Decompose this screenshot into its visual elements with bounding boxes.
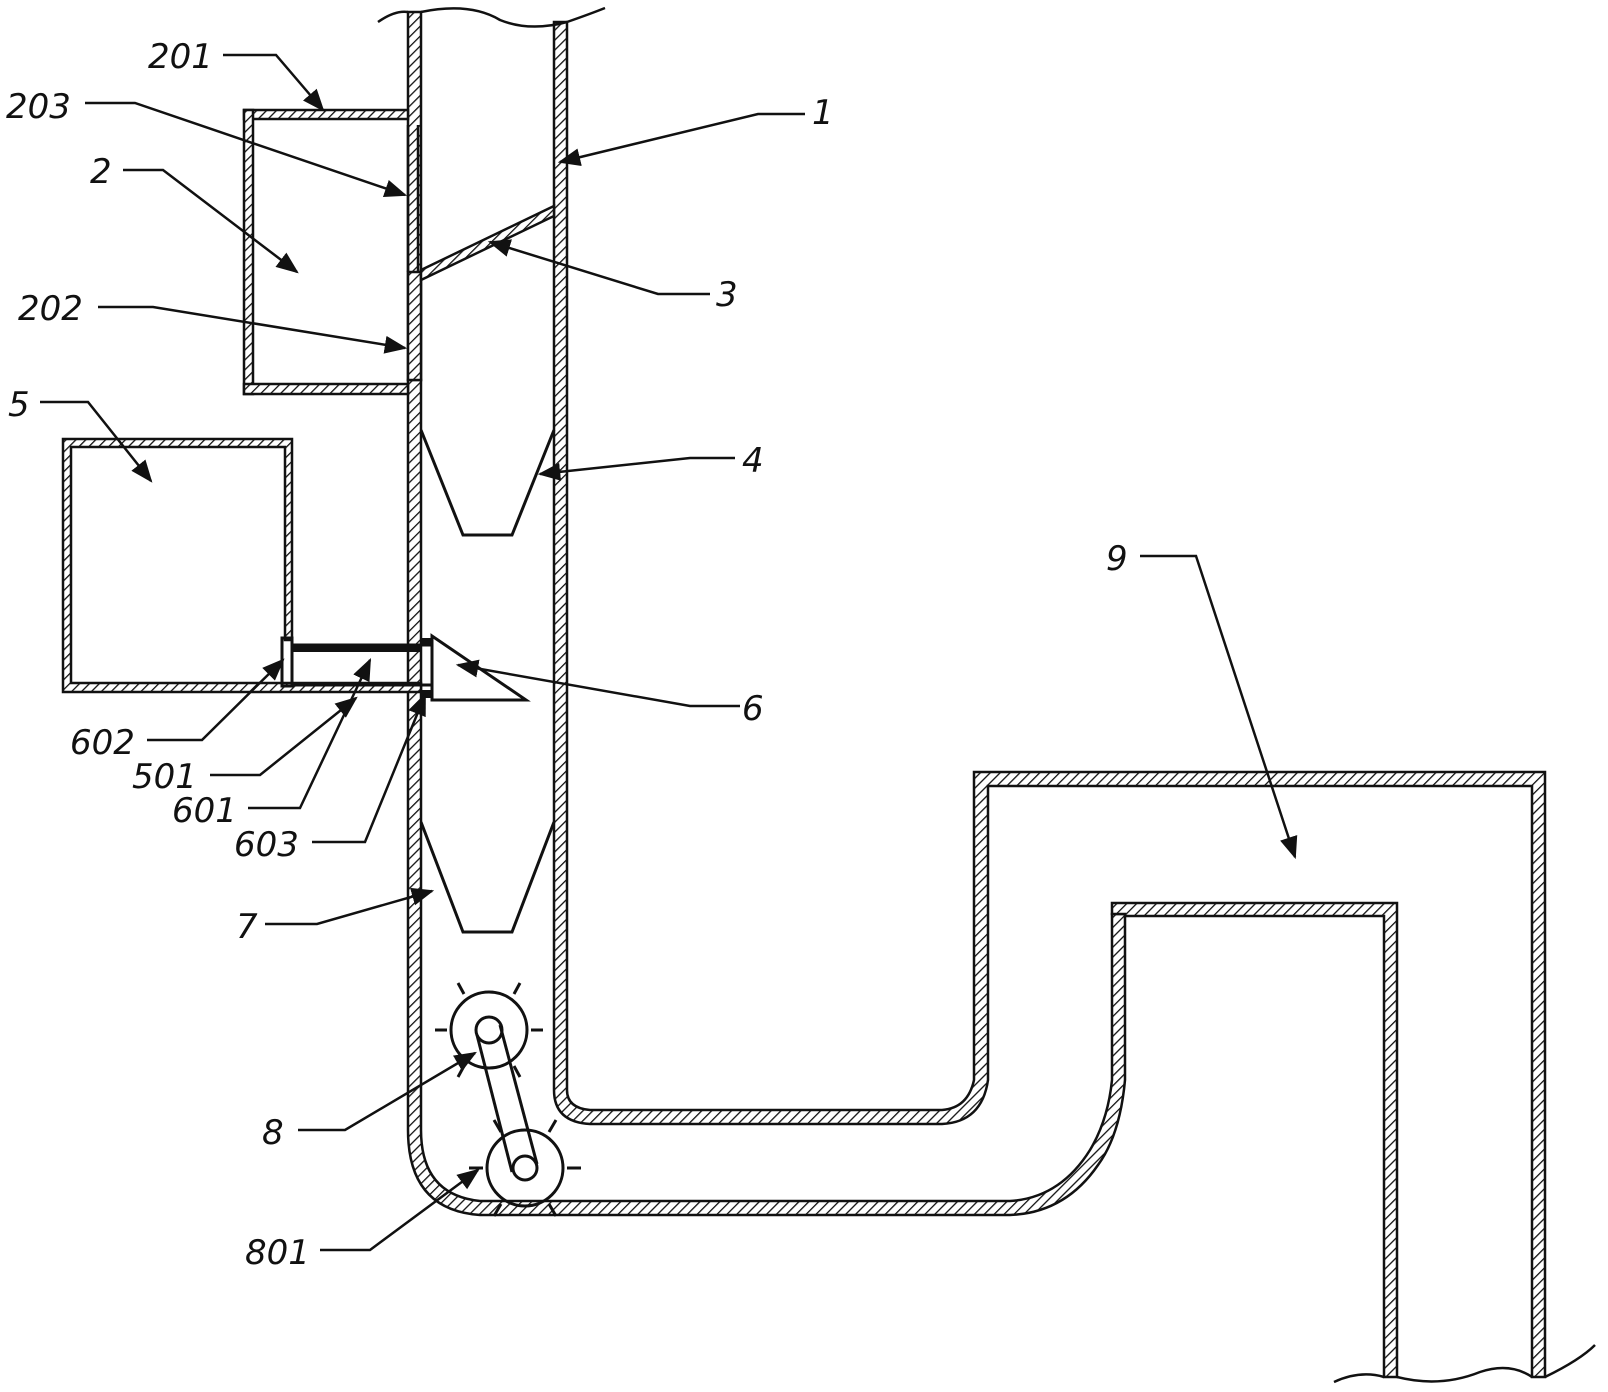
linkage-belt [475, 1024, 539, 1173]
label-501: 501 [132, 757, 197, 797]
label-4: 4 [742, 441, 764, 481]
roller-801 [469, 1119, 581, 1217]
label-6: 6 [742, 689, 764, 729]
label-1: 1 [812, 93, 834, 133]
label-801: 801 [245, 1233, 310, 1273]
box-2 [242, 108, 423, 396]
label-603: 603 [234, 825, 299, 865]
label-602: 602 [70, 723, 135, 763]
label-202: 202 [18, 289, 83, 329]
label-9: 9 [1106, 539, 1128, 579]
main-pipe [377, 6, 1596, 1384]
labels: 201 203 2 202 1 3 5 4 9 6 602 501 601 60… [6, 37, 1128, 1273]
hopper-4 [419, 429, 556, 537]
label-5: 5 [8, 385, 30, 425]
label-8: 8 [262, 1113, 284, 1153]
box-5 [61, 437, 423, 694]
label-201: 201 [148, 37, 213, 77]
inclined-plate-3 [419, 204, 556, 282]
label-203: 203 [6, 87, 71, 127]
label-3: 3 [716, 275, 738, 315]
roller-8 [435, 982, 543, 1078]
label-601: 601 [172, 791, 237, 831]
hopper-7 [419, 821, 556, 934]
label-7: 7 [236, 907, 258, 947]
leader-lines [40, 53, 1298, 1252]
label-2: 2 [90, 152, 112, 192]
